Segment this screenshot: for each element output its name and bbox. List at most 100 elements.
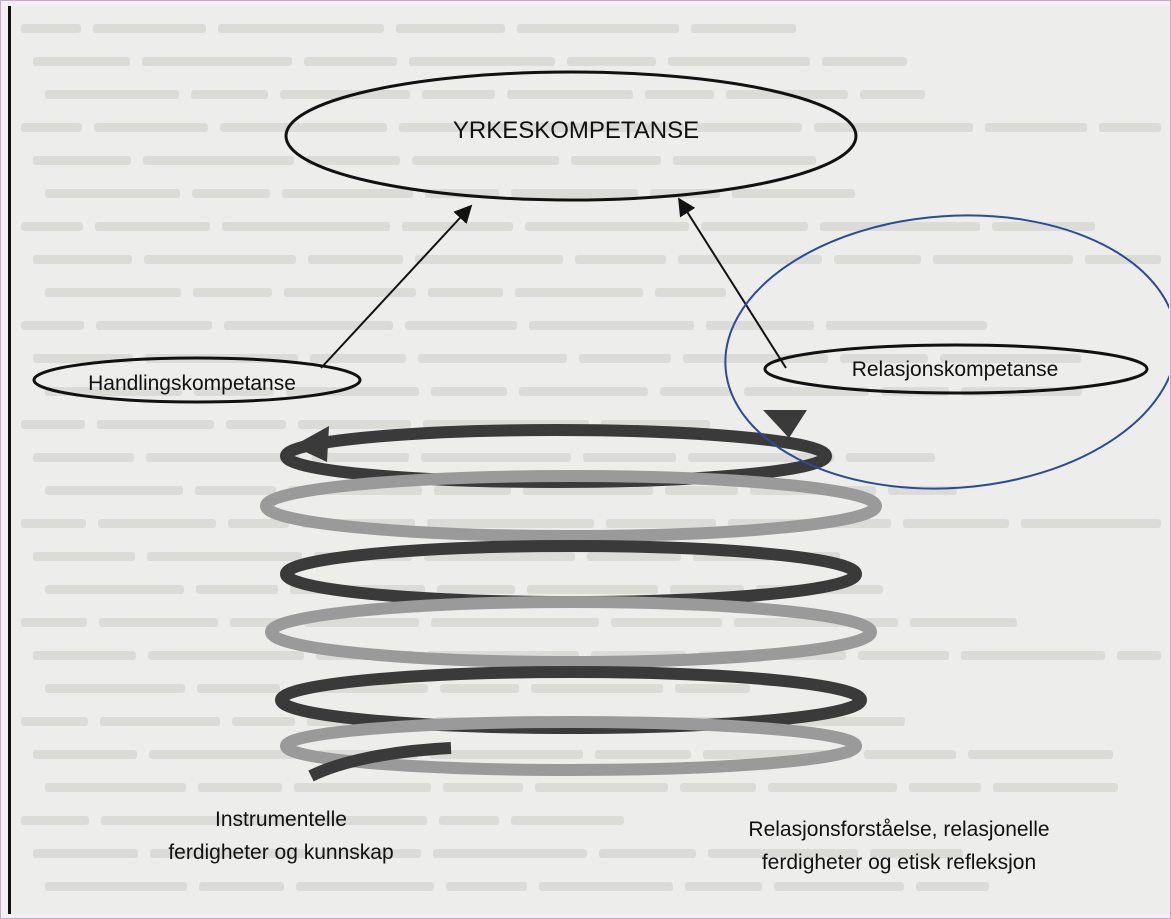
bleed-line [192,189,270,198]
bleed-line [147,552,302,561]
bleed-line [143,156,294,165]
bleed-line [903,519,1009,528]
bleed-line [968,750,1113,759]
bleed-line [45,585,184,594]
bleed-line [21,420,85,429]
bleed-line [993,783,1118,792]
bleed-line [691,24,796,33]
bleed-line [820,222,980,231]
bleed-line [527,585,658,594]
bleed-line [521,123,684,132]
arrow-right-to-top [678,197,787,369]
bleed-line [673,156,816,165]
bleed-line [587,552,681,561]
bleed-line [150,849,308,858]
bleed-line [146,453,300,462]
top-node-ellipse [284,70,858,202]
bleed-line [814,123,973,132]
bleed-line [98,519,216,528]
bleed-line [439,816,499,825]
bleed-line [440,684,519,693]
right-node-label: Relasjonskompetanse [852,358,1059,381]
bleed-line [834,255,921,264]
bleed-line [431,618,599,627]
bleed-line [732,189,855,198]
bleed-line [1085,255,1161,264]
bleed-line [149,750,306,759]
bleed-line [418,354,567,363]
bleed-line [396,24,505,33]
bleed-line [961,651,1105,660]
bleed-line [286,387,419,396]
spiral-coil [265,596,877,668]
bleed-line [517,24,679,33]
bleed-line [21,618,87,627]
bleed-line [312,453,409,462]
bleed-line [220,123,387,132]
bleed-line [427,519,594,528]
spiral-arrowhead-right [763,410,807,438]
bleed-line [840,354,928,363]
bleed-line [191,90,268,99]
bleed-line [21,321,84,330]
left-node-label: Handlingskompetanse [88,372,296,395]
bleed-line [685,882,762,891]
bleed-line [298,420,411,429]
bleed-line [665,486,738,495]
bleed-line [515,288,643,297]
bleed-line [224,321,393,330]
bleed-line [567,57,656,66]
bleed-line [142,57,292,66]
bleed-line [33,255,132,264]
bleed-line [33,651,136,660]
bleed-line [232,717,295,726]
bleed-line [595,750,691,759]
bleed-line [571,156,661,165]
bleed-line [194,387,274,396]
bleed-line [433,849,587,858]
bleed-line [437,585,515,594]
bleed-line [579,354,671,363]
bleed-line [529,321,694,330]
bleed-line [99,618,218,627]
bleed-line [399,123,509,132]
bleed-line [421,453,571,462]
bleed-line [21,519,86,528]
left-node-ellipse [32,356,362,404]
bleed-line [864,750,956,759]
competence-diagram: YRKESKOMPETANSE Handlingskompetanse Rela… [21,24,1169,891]
bleed-line [910,618,1017,627]
bleed-line [655,288,726,297]
bleed-line [94,123,208,132]
spiral-arrowhead-left [293,426,329,462]
bleed-line [1021,519,1161,528]
bleed-line [294,783,431,792]
top-node-label: YRKESKOMPETANSE [453,117,699,144]
bleed-line [402,222,513,231]
bleed-line [431,387,507,396]
bleed-line [96,321,212,330]
bleed-line [678,255,822,264]
bleed-line [1117,651,1161,660]
bleed-line [434,486,511,495]
bleed-line [415,255,563,264]
bleed-line [525,222,689,231]
bleed-line [45,90,179,99]
bleed-line [511,816,624,825]
spiral-coil [280,716,862,776]
bleed-line [846,453,935,462]
bleed-line [768,783,897,792]
bleed-line [284,288,416,297]
bleed-line [507,90,633,99]
bleed-line [696,123,802,132]
bleed-line [197,684,280,693]
bleed-line [21,24,81,33]
bleed-line [21,717,88,726]
bleed-through-text [21,24,1161,891]
bleed-line [196,585,278,594]
bleed-line [916,882,989,891]
bleed-line [33,453,134,462]
bleed-line [531,684,663,693]
bleed-line [93,24,206,33]
bleed-line [412,156,559,165]
